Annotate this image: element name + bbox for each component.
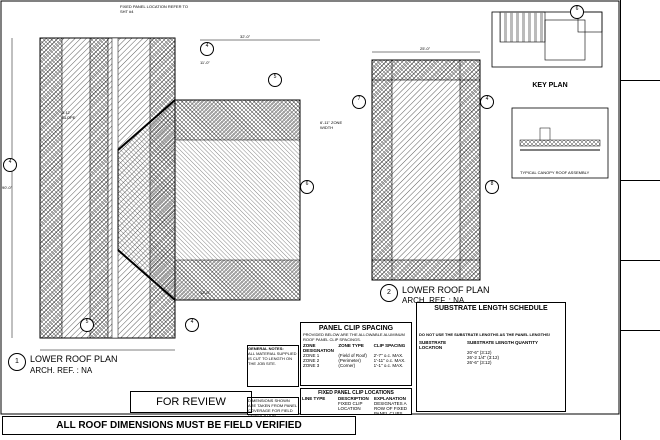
- table-row: FIXED CLIP LOCATION DESIGNATES A ROW OF …: [338, 401, 407, 416]
- plan-1-number-tag: 1: [8, 353, 26, 371]
- plan-1-title: LOWER ROOF PLAN: [30, 354, 118, 364]
- zone-width-label: 6'-11" ZONE WIDTH: [320, 120, 343, 130]
- table-row: 26'-2 1/4" (3:12): [467, 355, 499, 360]
- plan-2-title: LOWER ROOF PLAN: [402, 285, 490, 295]
- section-tag: 6: [300, 180, 314, 194]
- table-row: 20'-6" (3:12): [467, 350, 492, 355]
- dim-12: 12'-0": [200, 290, 211, 295]
- general-notes: GENERAL NOTES: ALL MATERIAL SUPPLIED IS …: [247, 345, 299, 387]
- panel-clip-intro: PROVIDED BELOW ARE THE ALLOWABLE ALUMINU…: [303, 332, 405, 342]
- field-verify-banner: ALL ROOF DIMENSIONS MUST BE FIELD VERIFI…: [2, 416, 356, 435]
- section-tag: 5: [268, 73, 282, 87]
- general-notes-text: ALL MATERIAL SUPPLIED IS CUT TO LENGTH O…: [248, 351, 297, 366]
- section-tag: 4: [480, 95, 494, 109]
- substrate-title: SUBSTRATE LENGTH SCHEDULE: [434, 305, 548, 312]
- section-tag: 8: [485, 180, 499, 194]
- dim-90: 90'-0": [2, 185, 13, 190]
- plan-1-ref: ARCH. REF. : NA: [30, 366, 93, 375]
- section-tag: 4: [200, 42, 214, 56]
- fixed-panel-label: FIXED PANEL LOCATION REFER TO SHT #4: [120, 4, 189, 14]
- plan-2-ref: ARCH. REF. : NA: [402, 296, 465, 305]
- table-row: 26'-6" (3:12): [467, 360, 492, 365]
- key-plan-drawing: [491, 11, 603, 68]
- panel-clip-header: CLIP SPACING: [373, 343, 406, 348]
- substrate-schedule: SUBSTRATE LENGTH SCHEDULE DO NOT USE THE…: [416, 302, 566, 412]
- table-row: ZONE 2 (Perimeter) 1'-11" o.c. MAX.: [303, 358, 406, 363]
- table-row: ZONE 1 (Field of Roof) 2'-7" o.c. MAX.: [303, 353, 404, 358]
- canopy-detail-drawing: [511, 107, 609, 179]
- table-row: ZONE 3 (Corner) 1'-1" o.c. MAX.: [303, 363, 404, 368]
- plan-1-number: 1: [15, 358, 19, 365]
- canopy-caption: TYPICAL CANOPY ROOF ASSEMBLY: [520, 170, 590, 175]
- general-notes-title: GENERAL NOTES:: [248, 346, 284, 351]
- section-tag: 7: [352, 95, 366, 109]
- substrate-warning: DO NOT USE THE SUBSTRATE LENGTHS AS THE …: [419, 332, 550, 337]
- panel-clip-title: PANEL CLIP SPACING: [318, 325, 394, 332]
- panel-clip-header: ZONE DESIGNATION: [303, 343, 334, 353]
- title-block: [620, 0, 660, 440]
- roof-plan-drawing: [0, 0, 620, 415]
- panel-clip-header: ZONE TYPE: [338, 343, 364, 348]
- dim-32: 32'-0": [240, 34, 251, 39]
- section-tag: 6: [570, 5, 584, 19]
- section-tag: 5: [80, 318, 94, 332]
- section-tag: 4: [3, 158, 17, 172]
- plan-2-roof: [371, 51, 481, 281]
- plan-1-roof: [11, 37, 320, 351]
- slope-label: 3:12 SLOPE: [62, 110, 76, 120]
- plan-2-number: 2: [387, 289, 391, 296]
- plan-2-number-tag: 2: [380, 284, 398, 302]
- keynotes-text: DIMENSIONS SHOWN ARE TAKEN FROM PANEL CO…: [248, 398, 297, 418]
- fixed-clip-table: FIXED PANEL CLIP LOCATIONS LINE TYPE DES…: [300, 388, 412, 416]
- for-review-stamp: FOR REVIEW: [130, 391, 252, 413]
- panel-clip-table: PANEL CLIP SPACING PROVIDED BELOW ARE TH…: [300, 322, 412, 386]
- key-plan-title: KEY PLAN: [532, 82, 568, 89]
- keynotes: DIMENSIONS SHOWN ARE TAKEN FROM PANEL CO…: [247, 397, 299, 418]
- section-tag: 4: [185, 318, 199, 332]
- fixed-clip-title: FIXED PANEL CLIP LOCATIONS: [318, 390, 394, 396]
- dim-25: 25'-0": [420, 46, 431, 51]
- dim-11: 11'-0": [200, 60, 210, 65]
